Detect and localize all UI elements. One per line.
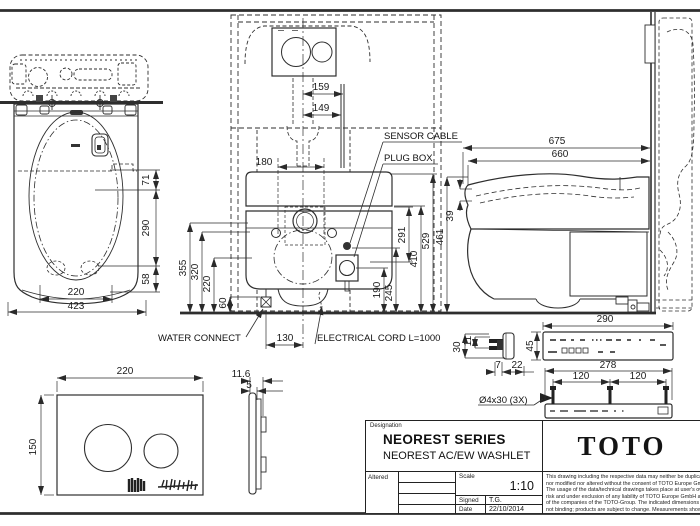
dim-45: 45 <box>525 340 536 352</box>
water-inlet-fitting <box>615 296 650 313</box>
dim-529: 529 <box>421 232 432 249</box>
dim-159: 159 <box>313 82 330 93</box>
dim-11: 11 <box>463 335 474 346</box>
side-view-dims <box>444 145 650 313</box>
remote-control <box>478 331 674 419</box>
dim-120a: 120 <box>573 371 590 382</box>
dim-150: 150 <box>28 438 39 455</box>
dim-190: 190 <box>372 281 383 298</box>
dim-5: 5 <box>246 380 252 391</box>
altered-cell: Altered <box>366 472 399 514</box>
water-connect-symbol <box>260 289 272 308</box>
remote-buttons <box>548 339 666 353</box>
sensor-cable-label: SENSOR CABLE <box>384 131 458 142</box>
screw-leader-arrow <box>540 393 553 403</box>
toto-logo: TOTO <box>577 431 667 461</box>
electrical-cord-symbol <box>318 291 322 309</box>
flush-plate-detail <box>56 392 267 496</box>
sensor-cable-point <box>343 242 351 250</box>
dim-220-install: 220 <box>202 275 213 292</box>
dim-130: 130 <box>277 333 294 344</box>
side-button <box>91 133 109 157</box>
water-connect-label: WATER CONNECT <box>158 333 241 344</box>
flush-plate-dims <box>38 375 283 496</box>
dim-320: 320 <box>190 263 201 280</box>
dim-355: 355 <box>178 259 189 276</box>
dim-22: 22 <box>511 360 523 371</box>
dim-58: 58 <box>141 273 152 285</box>
designation-cell: Designation NEOREST SERIES NEOREST AC/EW… <box>366 421 543 472</box>
plan-view <box>9 54 149 102</box>
indicator-mark <box>71 144 80 147</box>
dim-675: 675 <box>549 136 566 147</box>
series-title: NEOREST SERIES <box>383 432 506 447</box>
dim-278: 278 <box>600 360 617 371</box>
dim-7: 7 <box>495 360 501 371</box>
dim-410: 410 <box>409 250 420 267</box>
dim-30: 30 <box>452 341 463 353</box>
dimension-texts: 71 290 58 220 423 159 149 180 355 320 22… <box>28 82 647 455</box>
scale-cell: Scale 1:10 <box>456 472 542 496</box>
dim-120b: 120 <box>630 371 647 382</box>
dim-461: 461 <box>435 228 446 245</box>
callout-leaders <box>245 141 462 345</box>
dim-291: 291 <box>397 226 408 243</box>
screw-note-label: Ø4x30 (3X) <box>479 395 528 406</box>
remote-buttons-2 <box>561 347 589 354</box>
side-view <box>464 12 695 313</box>
dim-660: 660 <box>552 149 569 160</box>
remote-dims <box>462 322 674 400</box>
signed-value: T.G. <box>489 497 502 504</box>
scale-label: Scale <box>459 473 475 480</box>
plug-box-label: PLUG BOX <box>384 153 433 164</box>
concealed-tank <box>656 17 695 312</box>
callout-texts: SENSOR CABLE PLUG BOX WATER CONNECT ELEC… <box>158 131 528 406</box>
flush-plate-installed <box>271 27 337 77</box>
install-frame <box>230 14 442 312</box>
dim-180: 180 <box>256 157 273 168</box>
sheet-border <box>0 9 700 515</box>
dim-290-remote: 290 <box>597 314 614 325</box>
electrical-cord-label: ELECTRICAL CORD L=1000 <box>317 333 440 344</box>
designation-label: Designation <box>370 423 402 429</box>
dim-39: 39 <box>445 210 456 222</box>
dim-290: 290 <box>141 219 152 236</box>
dim-71: 71 <box>141 174 152 186</box>
dim-149: 149 <box>313 103 330 114</box>
dim-220-plate: 220 <box>117 366 134 377</box>
dim-245: 245 <box>384 284 395 301</box>
dim-423: 423 <box>68 301 85 312</box>
dim-220-front: 220 <box>68 287 85 298</box>
plate-markings <box>127 478 146 492</box>
front-view <box>13 95 139 305</box>
dim-60: 60 <box>218 297 229 309</box>
scale-value: 1:10 <box>509 479 534 493</box>
dim-11-6: 11.6 <box>232 369 251 380</box>
cistern-rear-view <box>245 171 393 309</box>
plate-markings-2 <box>157 478 199 492</box>
install-dims <box>187 91 437 349</box>
title-block: Designation NEOREST SERIES NEOREST AC/EW… <box>365 420 700 514</box>
front-view-dims <box>7 169 160 316</box>
revision-rows <box>399 472 456 514</box>
legal-text: This drawing including the respective da… <box>546 474 700 514</box>
mounting-screws <box>550 386 669 404</box>
model-title: NEOREST AC/EW WASHLET <box>383 450 531 462</box>
date-value: 22/10/2014 <box>489 506 525 513</box>
